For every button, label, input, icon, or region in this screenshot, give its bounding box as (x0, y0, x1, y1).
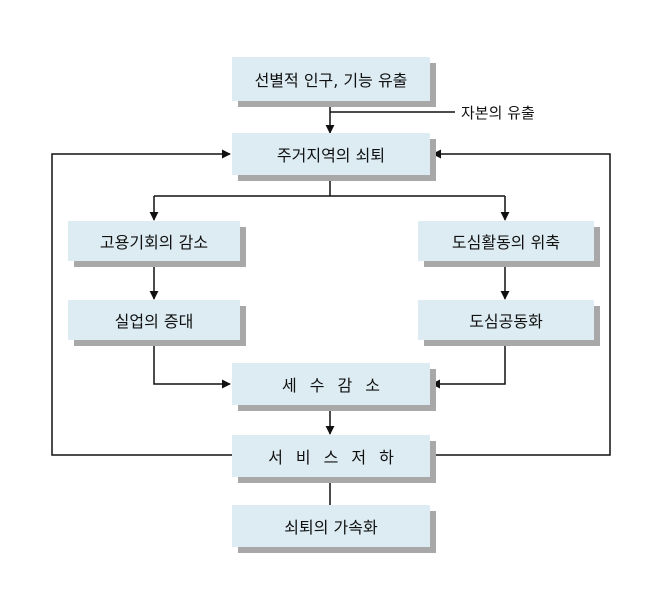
arrow-right-to-tax (431, 340, 506, 389)
unemployment-box: 실업의 증대 (68, 300, 240, 340)
downtown-hollowing-box: 도심공동화 (418, 300, 594, 340)
job-decrease-box: 고용기회의 감소 (68, 221, 240, 261)
capital-outflow-label: 자본의 유출 (461, 104, 535, 122)
residential-decline-label: 주거지역의 쇠퇴 (276, 146, 386, 165)
downtown-shrink-box: 도심활동의 위축 (418, 221, 594, 261)
selective-migration-label: 선별적 인구, 기능 유출 (254, 71, 408, 90)
downtown-hollowing-label: 도심공동화 (469, 312, 543, 331)
job-decrease-label: 고용기회의 감소 (99, 233, 209, 252)
selective-migration-box: 선별적 인구, 기능 유출 (232, 57, 430, 101)
arrow-left-to-tax (153, 340, 231, 389)
decline-acceleration-box: 쇠퇴의 가속화 (232, 505, 430, 547)
feedback-left-line (51, 149, 232, 456)
service-decline-box: 서비스저하 (232, 435, 430, 477)
feedback-right-line (430, 149, 611, 456)
service-decline-label: 서비스저하 (268, 448, 407, 467)
residential-decline-box: 주거지역의 쇠퇴 (232, 133, 430, 175)
downtown-shrink-label: 도심활동의 위축 (451, 233, 561, 252)
decline-acceleration-label: 쇠퇴의 가속화 (284, 518, 378, 537)
tax-decrease-label: 세수감소 (282, 376, 393, 395)
unemployment-label: 실업의 증대 (114, 312, 194, 331)
capital-outflow-note: 자본의 유출 (461, 102, 535, 123)
tax-decrease-box: 세수감소 (232, 363, 430, 405)
